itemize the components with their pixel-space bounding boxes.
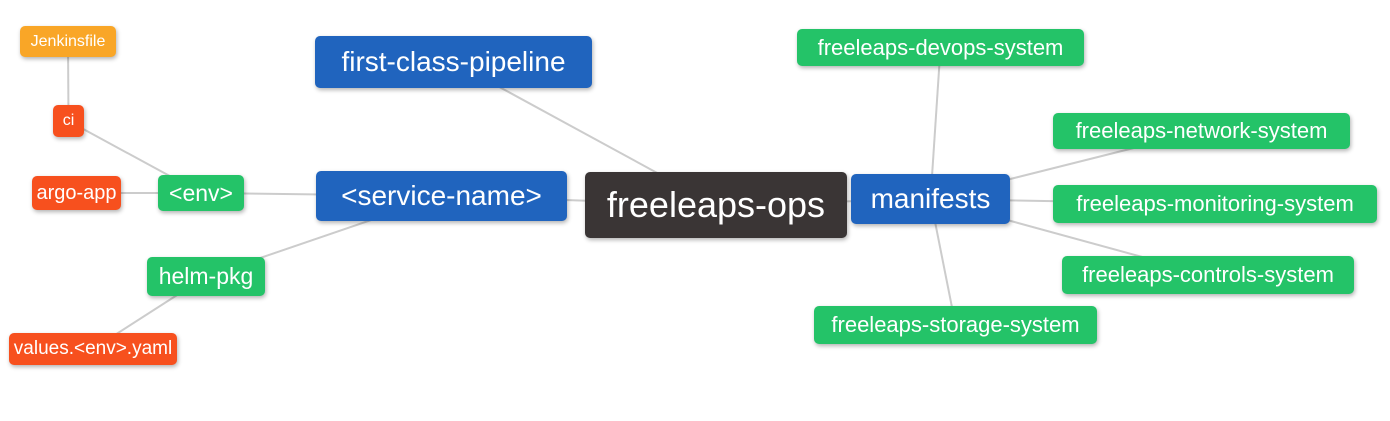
node-helm-pkg[interactable]: helm-pkg xyxy=(147,257,265,296)
node-values-env-yaml[interactable]: values.<env>.yaml xyxy=(9,333,177,365)
node-service-name[interactable]: <service-name> xyxy=(316,171,567,221)
node-freeleaps-controls-system[interactable]: freeleaps-controls-system xyxy=(1062,256,1354,294)
node-argo-app[interactable]: argo-app xyxy=(32,176,121,210)
node-env[interactable]: <env> xyxy=(158,175,244,211)
node-freeleaps-devops-system[interactable]: freeleaps-devops-system xyxy=(797,29,1084,66)
node-first-class-pipeline[interactable]: first-class-pipeline xyxy=(315,36,592,88)
node-freeleaps-network-system[interactable]: freeleaps-network-system xyxy=(1053,113,1350,149)
node-jenkinsfile[interactable]: Jenkinsfile xyxy=(20,26,116,57)
node-freeleaps-storage-system[interactable]: freeleaps-storage-system xyxy=(814,306,1097,344)
node-manifests[interactable]: manifests xyxy=(851,174,1010,224)
node-freeleaps-monitoring-system[interactable]: freeleaps-monitoring-system xyxy=(1053,185,1377,223)
edge-manifests-devops-system xyxy=(929,47,942,200)
node-ci[interactable]: ci xyxy=(53,105,84,137)
node-freeleaps-ops[interactable]: freeleaps-ops xyxy=(585,172,847,238)
